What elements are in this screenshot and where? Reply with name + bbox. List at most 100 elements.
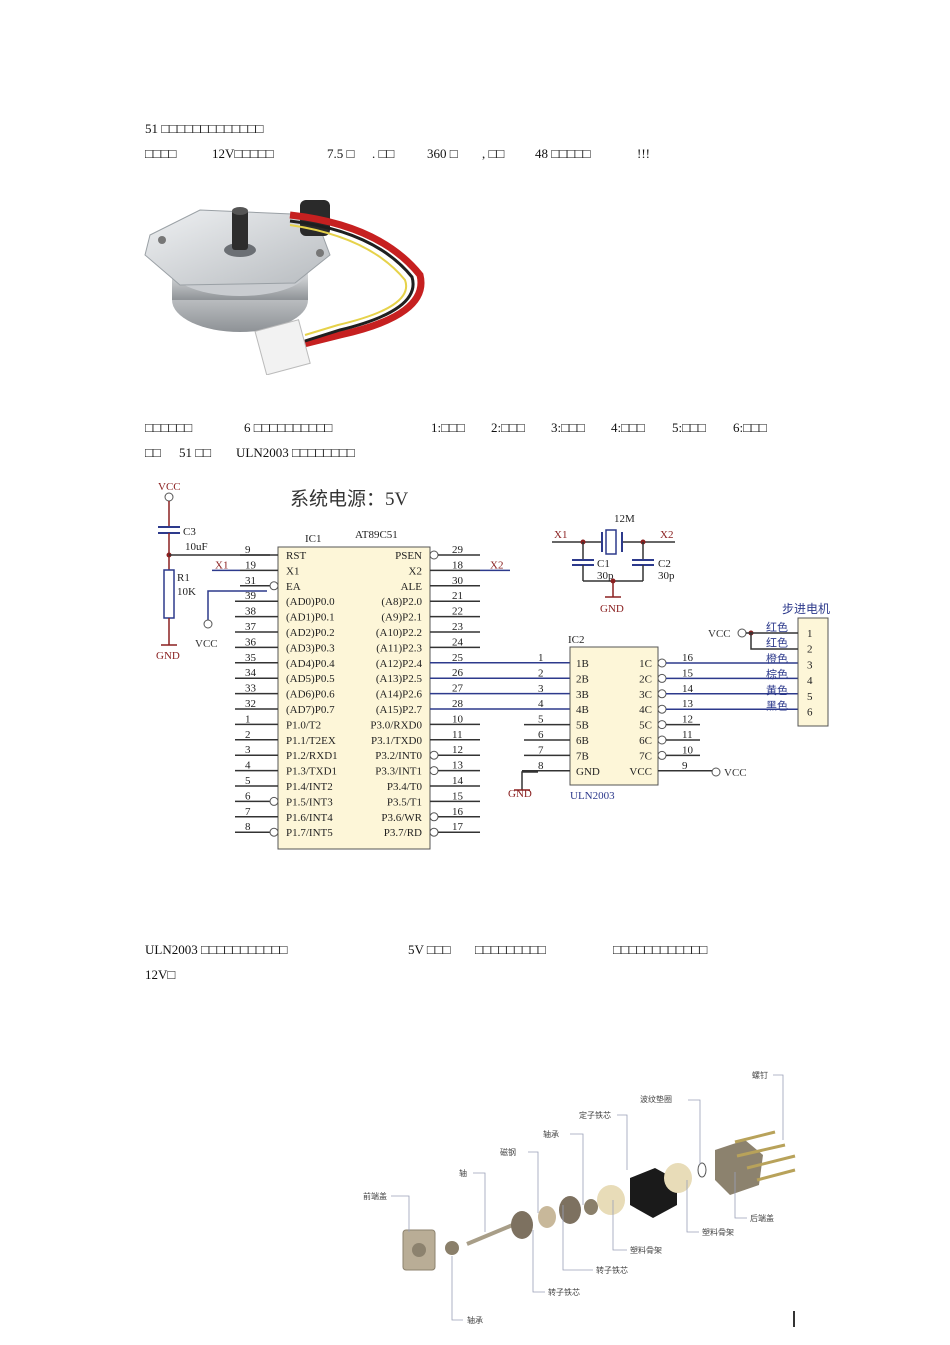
label-bearing-top: 轴承 <box>543 1129 559 1139</box>
wire-segment: 1:□□□ <box>431 420 465 435</box>
pin-number: 15 <box>452 790 464 802</box>
pin-name: P3.2/INT0 <box>375 750 422 762</box>
wire-segment: □□□□□□ <box>145 420 193 435</box>
pin-name: (A9)P2.1 <box>381 612 422 624</box>
wires <box>289 211 425 349</box>
pin-number: 29 <box>452 544 464 556</box>
label-front-cover: 前端盖 <box>363 1191 387 1201</box>
label-magnet: 磁钢 <box>500 1147 516 1157</box>
pin-number: 5 <box>538 714 544 726</box>
spec-segment: 12V□□□□□ <box>212 146 274 161</box>
pin-number: 39 <box>245 590 257 602</box>
ic1-pin: 33(AD6)P0.6 <box>235 683 335 701</box>
pin-number: 7 <box>538 744 544 756</box>
label-rotor-core-2: 转子铁芯 <box>596 1265 628 1275</box>
pin-name: X2 <box>409 565 422 577</box>
pin-number: 34 <box>245 667 257 679</box>
gnd-label-crystal: GND <box>600 603 624 615</box>
pin-name: (AD7)P0.7 <box>286 704 335 716</box>
pin-number: 12 <box>452 744 463 756</box>
pin-number: 1 <box>245 713 251 725</box>
note-segment: □□□□□□□□□ <box>475 942 546 957</box>
label-plastic-frame-2: 塑料骨架 <box>702 1227 734 1237</box>
spec-segment: 360 □ <box>427 146 458 161</box>
ic1-pin: 21(A8)P2.0 <box>381 590 480 608</box>
motor-pin: 2红色 <box>766 636 813 656</box>
wire-segment: 4:□□□ <box>611 420 645 435</box>
pin-number: 4 <box>538 698 544 710</box>
exploded-motor-diagram: 螺钉 波纹垫圈 定子铁芯 轴承 磁钢 轴 前端盖 后端盖 塑料骨架 塑料骨架 转… <box>355 1060 815 1340</box>
r1-name: R1 <box>177 572 190 584</box>
ic1-pin: 39(AD0)P0.0 <box>235 590 335 608</box>
note-segment: ULN2003 □□□□□□□□□□□ <box>145 942 288 957</box>
pin-name: GND <box>576 766 600 778</box>
pin-name: 3C <box>639 689 652 701</box>
pin-number: 31 <box>245 575 256 587</box>
pin-number: 26 <box>452 667 464 679</box>
pin-number: 35 <box>245 652 257 664</box>
pin-number: 10 <box>452 713 464 725</box>
ic2-part: ULN2003 <box>570 790 615 802</box>
schematic-title: 系统电源：5V <box>290 488 409 510</box>
pin-name: (AD6)P0.6 <box>286 689 335 701</box>
pin-number: 6 <box>807 707 813 719</box>
pin-name: P3.0/RXD0 <box>370 719 422 731</box>
connector <box>254 319 311 376</box>
screw-part <box>734 1130 776 1144</box>
pin-number: 8 <box>245 821 251 833</box>
pin-number: 14 <box>452 775 464 787</box>
pin-number: 11 <box>682 729 693 741</box>
pin-number: 16 <box>682 652 694 664</box>
label-rear-cover: 后端盖 <box>750 1213 774 1223</box>
net-label: X2 <box>490 559 503 571</box>
wire-color-label: 棕色 <box>766 667 788 681</box>
note-segment: 5V □□□ <box>408 942 451 957</box>
spec-segment: . □□ <box>372 146 395 161</box>
c1-value: 30p <box>597 570 614 582</box>
c1-name: C1 <box>597 558 610 570</box>
pin-name: (AD1)P0.1 <box>286 612 335 624</box>
pin-number: 5 <box>245 775 251 787</box>
motor-pin: 1红色 <box>766 620 813 640</box>
rear-cover-part <box>715 1140 763 1195</box>
pin-number: 38 <box>245 606 257 618</box>
rotor-core-1-part <box>511 1211 533 1239</box>
pin-number: 2 <box>245 729 251 741</box>
pin-name: 2C <box>639 673 652 685</box>
ic1-pin: 38 (AD1)P0.1 <box>235 606 335 624</box>
pin-name: (A13)P2.5 <box>376 673 423 685</box>
pin-name: P1.4/INT2 <box>286 781 333 793</box>
motor-connector-title: 步进电机 <box>782 602 830 616</box>
pin-name: 4C <box>639 704 652 716</box>
pin-number: 10 <box>682 744 694 756</box>
ic1-pin: 27(A14)P2.6 <box>376 683 570 701</box>
gnd-label-reset: GND <box>156 650 180 662</box>
label-stator-core: 定子铁芯 <box>579 1110 611 1120</box>
pin-number: 15 <box>682 667 694 679</box>
ic1-pin: 22 (A9)P2.1 <box>381 606 480 624</box>
title-text: 51 □□□□□□□□□□□□□ <box>145 121 264 136</box>
ic1-pin: 25(A12)P2.4 <box>376 652 570 670</box>
circuit-schematic: 系统电源：5V VCC C3 10uF R1 10K GND VCC IC1 A… <box>140 475 840 855</box>
spec-segment: □□□□ <box>145 146 177 161</box>
pin-name: EA <box>286 581 301 593</box>
pin-number: 22 <box>452 606 463 618</box>
vcc-label-ea: VCC <box>195 638 218 650</box>
pin-name: P3.6/WR <box>381 812 422 824</box>
pin-name: (A15)P2.7 <box>376 704 423 716</box>
label-shaft: 轴 <box>459 1168 467 1178</box>
paragraph-title: 51 □□□□□□□□□□□□□ <box>145 121 263 137</box>
